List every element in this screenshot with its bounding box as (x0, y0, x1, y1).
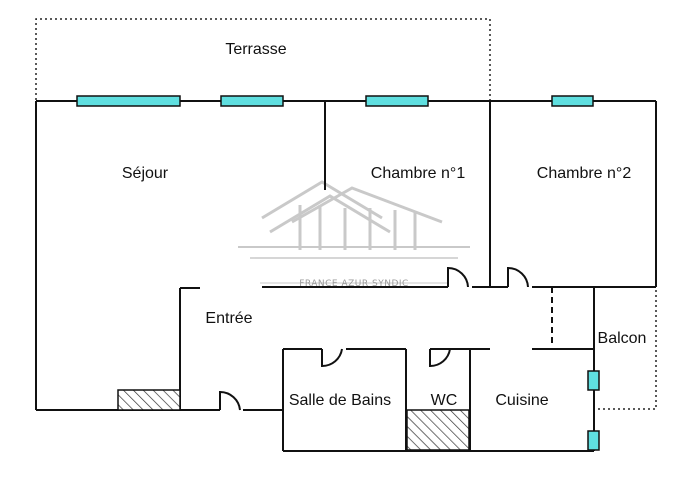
room-label-sejour: Séjour (122, 165, 169, 182)
doors (219, 266, 529, 411)
room-label-entree: Entrée (205, 310, 252, 327)
room-label-chambre1: Chambre n°1 (371, 165, 466, 182)
window-chambre1 (365, 95, 429, 107)
door-chambre1 (447, 266, 469, 288)
room-label-chambre2: Chambre n°2 (537, 165, 632, 182)
door-salle-de-bains (321, 348, 343, 368)
door-entree (219, 390, 241, 411)
mountain-logo-icon (238, 180, 470, 284)
hatch-sejour (117, 389, 181, 411)
window-sejour-2 (220, 95, 284, 107)
windows (76, 95, 600, 451)
door-chambre2 (507, 266, 529, 288)
room-label-wc: WC (431, 392, 458, 409)
terrace-outline (35, 18, 491, 100)
door-wc (429, 348, 451, 368)
balcony-outline (594, 286, 657, 410)
hatch-wc (406, 409, 470, 451)
window-sejour-1 (76, 95, 181, 107)
window-cuisine-1 (587, 370, 600, 391)
room-label-terrasse: Terrasse (225, 41, 286, 58)
window-cuisine-2 (587, 430, 600, 451)
room-label-salle-de-bains: Salle de Bains (289, 392, 391, 409)
watermark-text: FRANCE AZUR SYNDIC (299, 279, 409, 289)
hatched-areas (117, 389, 470, 451)
room-label-balcon: Balcon (598, 330, 647, 347)
room-label-cuisine: Cuisine (495, 392, 548, 409)
window-chambre2 (551, 95, 594, 107)
